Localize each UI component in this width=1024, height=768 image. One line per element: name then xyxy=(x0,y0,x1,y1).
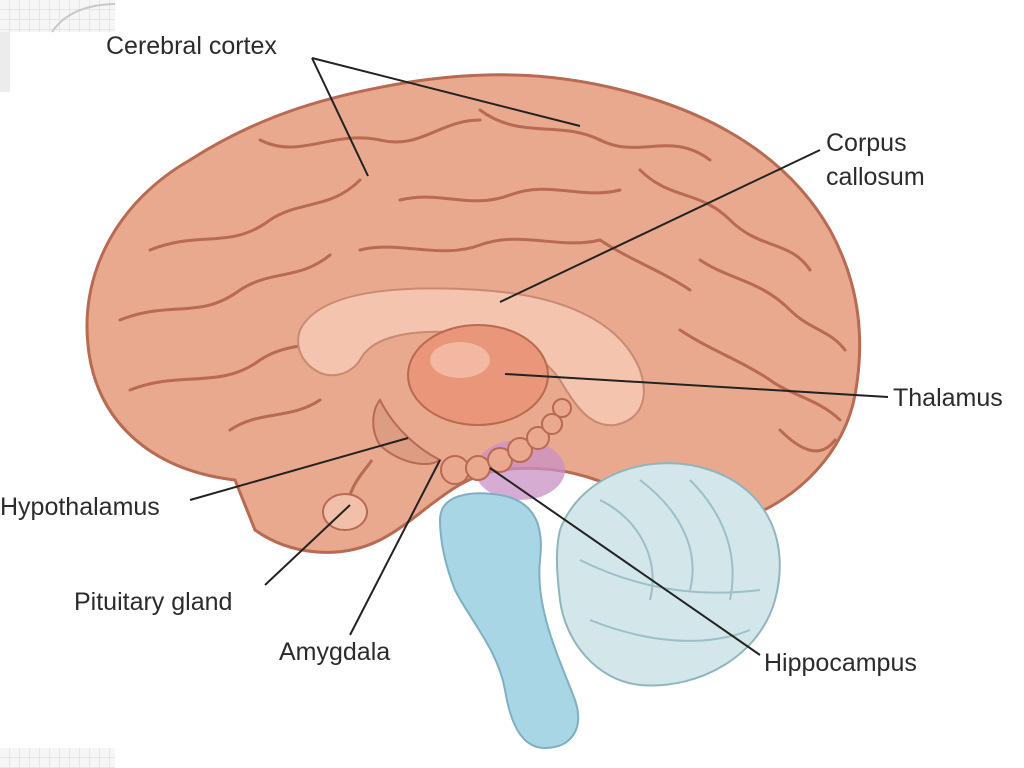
label-corpus-callosum-line2: callosum xyxy=(826,163,925,191)
label-corpus-callosum-line1: Corpus xyxy=(826,129,907,157)
corner-arc-decoration-icon xyxy=(51,3,115,33)
label-hippocampus: Hippocampus xyxy=(764,649,917,677)
leader-thalamus xyxy=(504,373,889,398)
label-amygdala: Amygdala xyxy=(279,638,391,666)
leader-pituitary-gland xyxy=(264,504,351,586)
hypothalamus-shape xyxy=(372,398,442,465)
label-hypothalamus: Hypothalamus xyxy=(0,493,160,521)
leader-cerebral-cortex-2 xyxy=(311,57,581,127)
leader-amygdala xyxy=(349,459,441,636)
leader-cerebral-cortex-1 xyxy=(311,57,369,177)
corpus-callosum-shape xyxy=(297,287,645,427)
label-pituitary-gland: Pituitary gland xyxy=(74,588,233,616)
leader-hypothalamus xyxy=(189,437,409,501)
corner-grid-decoration-top-left-icon xyxy=(0,0,115,92)
label-thalamus: Thalamus xyxy=(893,384,1003,412)
label-cerebral-cortex: Cerebral cortex xyxy=(106,32,277,60)
leader-lines xyxy=(189,57,889,656)
cerebellum-shape xyxy=(555,462,781,687)
hippocampus-shape xyxy=(440,398,572,485)
gyri-lines xyxy=(118,108,847,453)
corner-grid-decoration-bottom-left-icon xyxy=(0,748,115,768)
brainstem-shape xyxy=(438,492,580,750)
leader-hippocampus xyxy=(489,467,761,656)
leader-corpus-callosum xyxy=(499,149,821,303)
